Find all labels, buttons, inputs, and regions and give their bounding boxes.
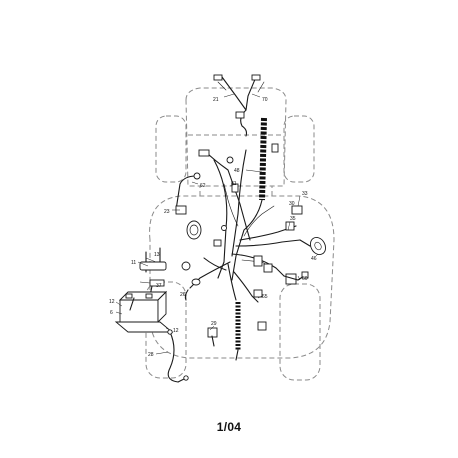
callout-65: 65	[262, 294, 268, 300]
callout-13: 13	[154, 252, 160, 258]
front-wheel-right	[283, 115, 315, 183]
front-wheel-left	[155, 115, 187, 183]
callout-6: 6	[110, 310, 113, 316]
left-components	[175, 172, 202, 286]
callout-26: 26	[180, 292, 186, 298]
body-outline	[149, 195, 335, 359]
callout-48: 48	[234, 168, 240, 174]
callout-12b: 12	[173, 328, 179, 334]
ignition-switch	[186, 220, 202, 240]
light-switch	[310, 237, 326, 255]
callout-11: 11	[131, 260, 136, 266]
right-components	[283, 205, 326, 285]
callout-12: 12	[109, 299, 115, 305]
pto-clutch-connector	[207, 327, 218, 338]
callout-30: 30	[289, 201, 295, 207]
solenoid	[139, 261, 167, 271]
battery	[114, 290, 174, 333]
callout-37: 37	[156, 283, 162, 289]
hour-meter	[181, 261, 191, 271]
coiled-wire	[184, 289, 267, 361]
headlight-harness	[213, 74, 265, 137]
tractor-ghost-outline	[145, 87, 335, 381]
diagram-date-code: 1/04	[216, 420, 242, 434]
callout-23: 23	[164, 209, 170, 215]
headlight-connector-left	[213, 74, 223, 81]
callout-29: 29	[211, 321, 217, 327]
hood-outline	[185, 87, 287, 187]
callout-70: 70	[262, 97, 268, 103]
callout-21: 21	[213, 97, 219, 103]
callout-numbers: 21 70 48 81 62 23 33 30 35 46 13 11 37 1…	[109, 97, 317, 358]
fuse-holder	[193, 172, 201, 180]
ground-cable	[167, 329, 189, 383]
callout-60: 60	[302, 276, 308, 282]
callout-33: 33	[302, 191, 308, 197]
callout-28: 28	[148, 352, 154, 358]
callout-35: 35	[290, 216, 296, 222]
battery-tray	[114, 321, 174, 333]
rear-wheel-right	[279, 283, 321, 381]
rear-wheel-left	[145, 281, 187, 379]
main-wire-harness	[189, 117, 301, 303]
headlight-connector-right	[251, 74, 261, 81]
callout-81: 81	[231, 181, 237, 187]
leader-lines	[115, 93, 319, 355]
battery-cables	[139, 247, 167, 297]
pto-switch	[291, 205, 303, 215]
callout-62: 62	[200, 183, 206, 189]
callout-46: 46	[311, 256, 317, 262]
